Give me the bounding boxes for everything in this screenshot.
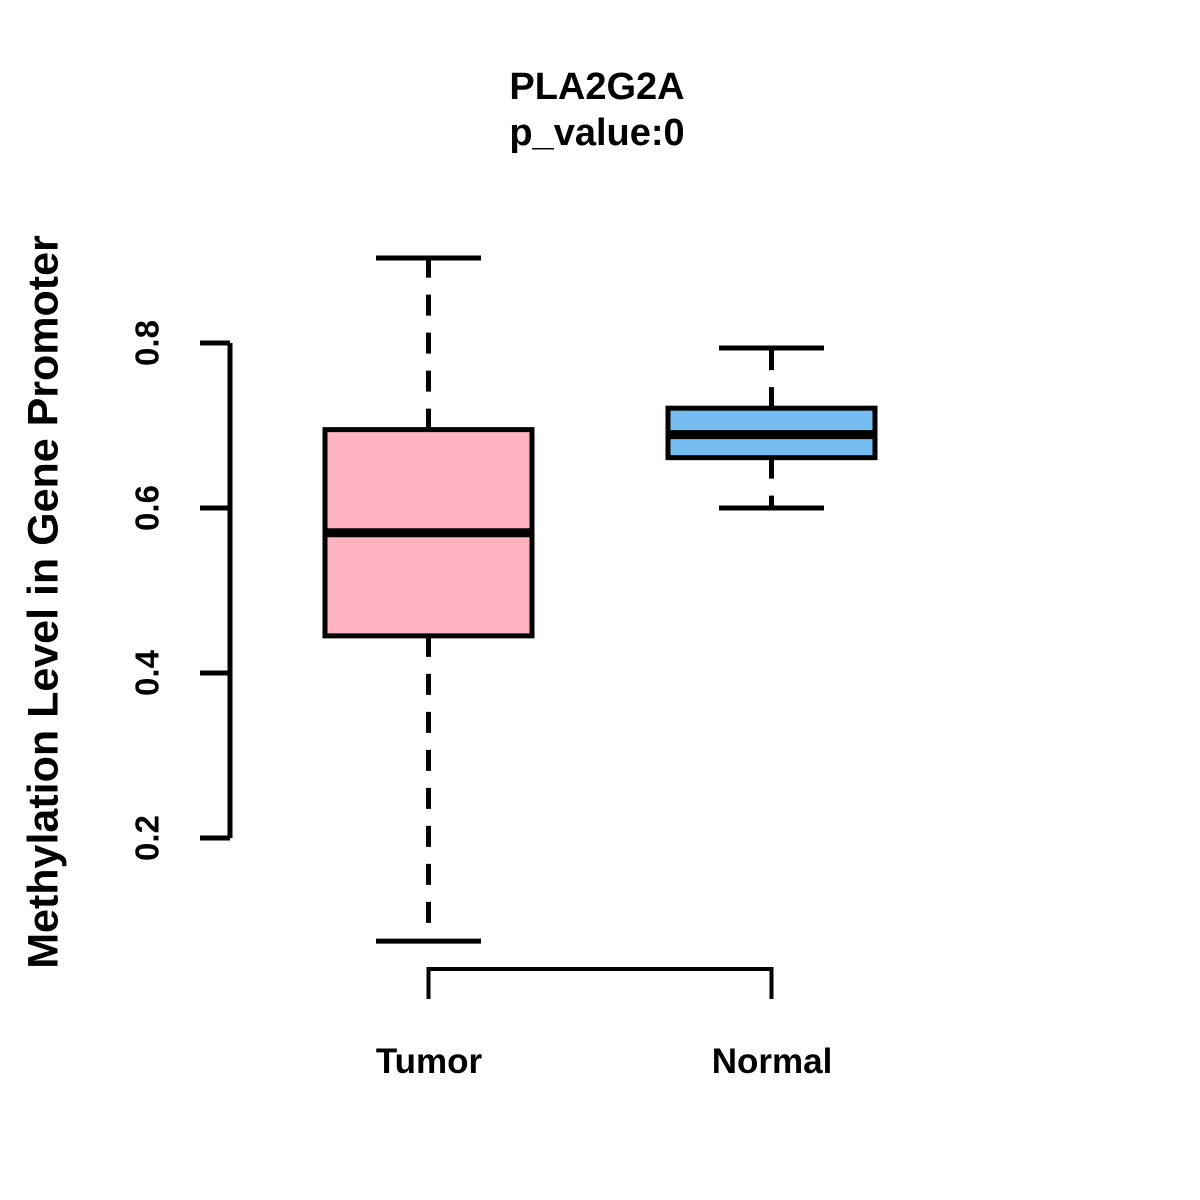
y-tick-label: 0.6 — [129, 485, 166, 531]
chart-subtitle: p_value:0 — [509, 112, 685, 154]
y-tick-label: 0.8 — [129, 320, 166, 366]
x-category-label-tumor: Tumor — [375, 1042, 483, 1081]
x-category-label-normal: Normal — [711, 1042, 833, 1081]
x-axis-line — [426, 967, 774, 999]
y-tick-label: 0.2 — [129, 815, 166, 861]
y-tick-label: 0.4 — [129, 649, 166, 696]
chart-title: PLA2G2A — [509, 66, 685, 108]
